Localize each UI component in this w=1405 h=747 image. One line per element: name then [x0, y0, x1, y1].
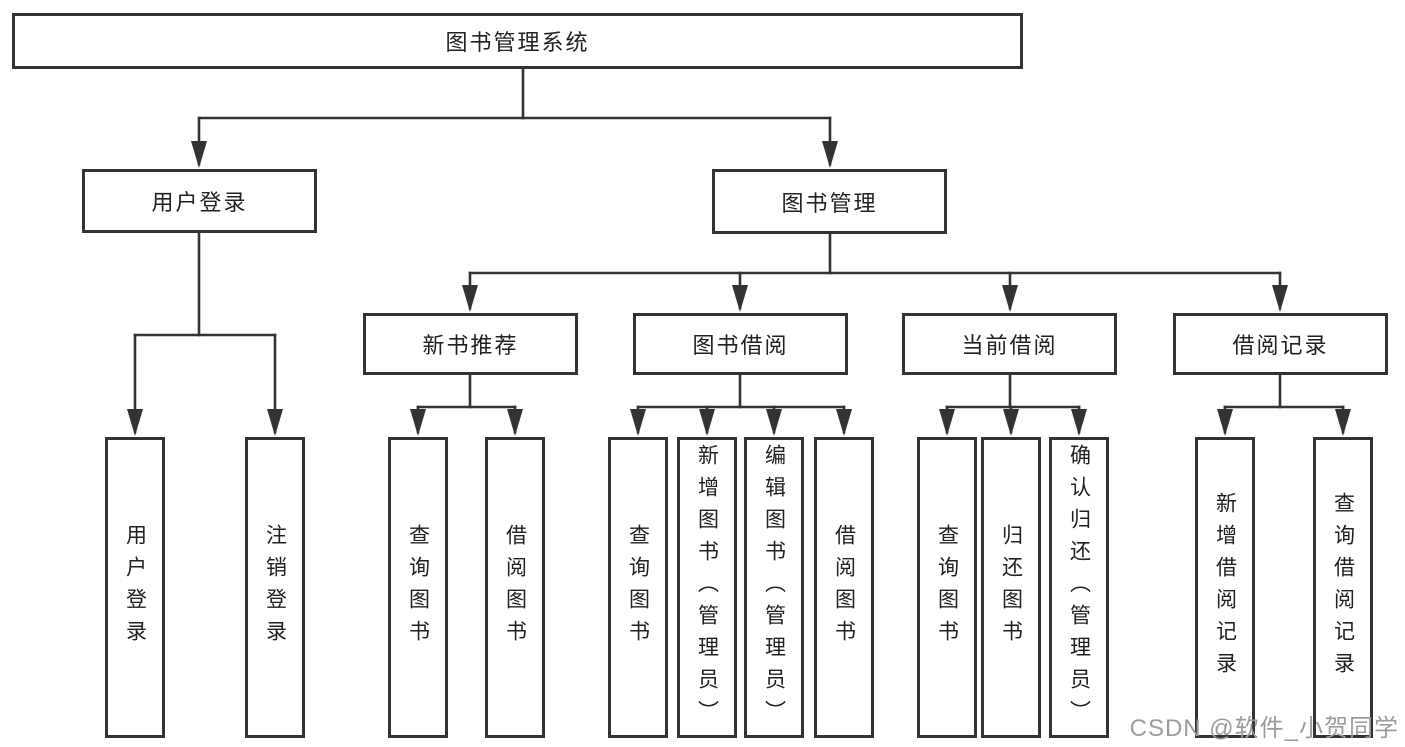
leaf-label: 编辑图书（管理员） — [762, 443, 786, 732]
node-user-login: 用户登录 — [82, 169, 317, 233]
csdn-watermark: CSDN @软件_小贺同学 — [1129, 715, 1399, 742]
leaf-label: 新增图书（管理员） — [695, 443, 719, 732]
node-borrowing-records: 借阅记录 — [1173, 313, 1388, 375]
leaf-borrow-books-recommend: 借阅图书 — [485, 437, 545, 738]
leaf-label: 查询借阅记录 — [1331, 491, 1355, 684]
leaf-label: 用户登录 — [123, 523, 147, 652]
leaf-label: 借阅图书 — [503, 523, 527, 652]
leaf-label: 查询图书 — [626, 523, 650, 652]
leaf-add-book-admin: 新增图书（管理员） — [677, 437, 737, 738]
leaf-label: 借阅图书 — [832, 523, 856, 652]
node-book-borrowing: 图书借阅 — [633, 313, 848, 375]
leaf-label: 查询图书 — [406, 523, 430, 652]
node-current-borrowing: 当前借阅 — [902, 313, 1117, 375]
leaf-confirm-return-admin: 确认归还（管理员） — [1049, 437, 1109, 738]
leaf-query-books-current: 查询图书 — [917, 437, 977, 738]
leaf-edit-book-admin: 编辑图书（管理员） — [744, 437, 804, 738]
leaf-borrow-books-borrowing: 借阅图书 — [814, 437, 874, 738]
leaf-label: 确认归还（管理员） — [1067, 443, 1091, 732]
leaf-query-books-borrowing: 查询图书 — [608, 437, 668, 738]
leaf-label: 注销登录 — [263, 523, 287, 652]
leaf-logout: 注销登录 — [245, 437, 305, 738]
leaf-query-borrow-record: 查询借阅记录 — [1313, 437, 1373, 738]
leaf-user-login: 用户登录 — [105, 437, 165, 738]
leaf-return-book: 归还图书 — [981, 437, 1041, 738]
node-new-book-recommendation: 新书推荐 — [363, 313, 578, 375]
leaf-label: 查询图书 — [935, 523, 959, 652]
leaf-add-borrow-record: 新增借阅记录 — [1195, 437, 1255, 738]
leaf-label: 归还图书 — [999, 523, 1023, 652]
node-library-management-system: 图书管理系统 — [12, 13, 1023, 69]
leaf-label: 新增借阅记录 — [1213, 491, 1237, 684]
node-book-management: 图书管理 — [712, 169, 947, 234]
leaf-query-books-recommend: 查询图书 — [388, 437, 448, 738]
